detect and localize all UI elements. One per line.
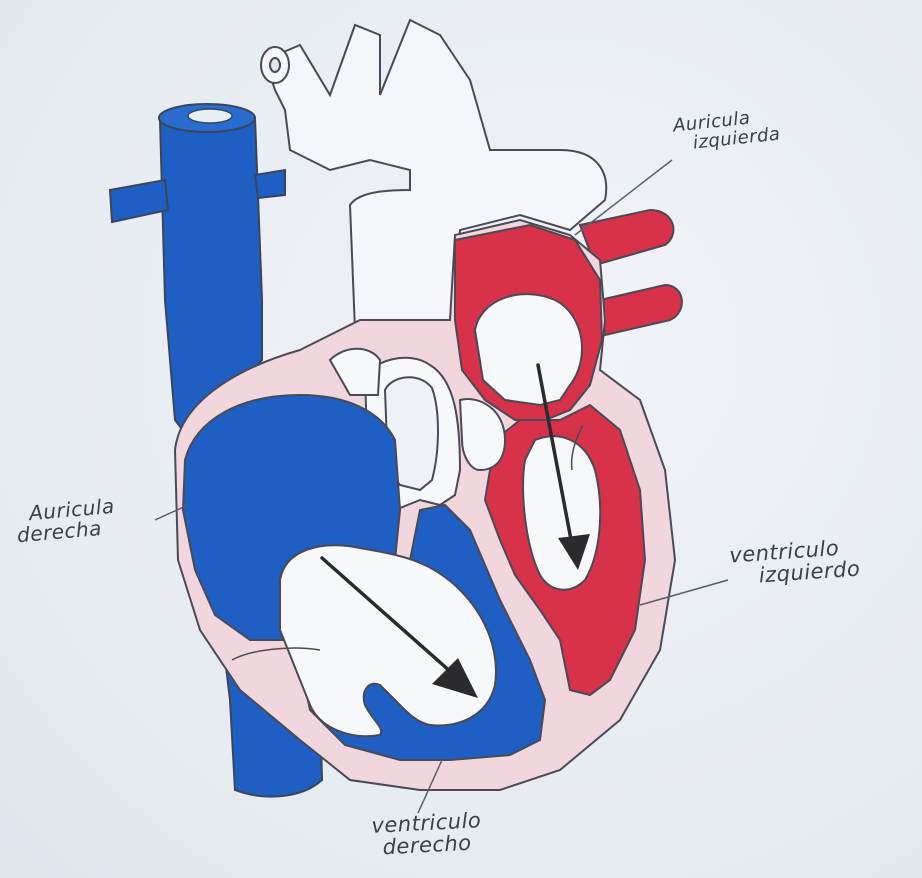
left-atrium [455,225,602,420]
label-right-atrium: Auricula derecha [14,496,117,547]
label-right-ventricle: ventriculo derecho [371,809,483,859]
label-right-ventricle-line2: derecho [372,831,483,859]
label-left-ventricle: ventriculo izquierdo [729,536,861,589]
